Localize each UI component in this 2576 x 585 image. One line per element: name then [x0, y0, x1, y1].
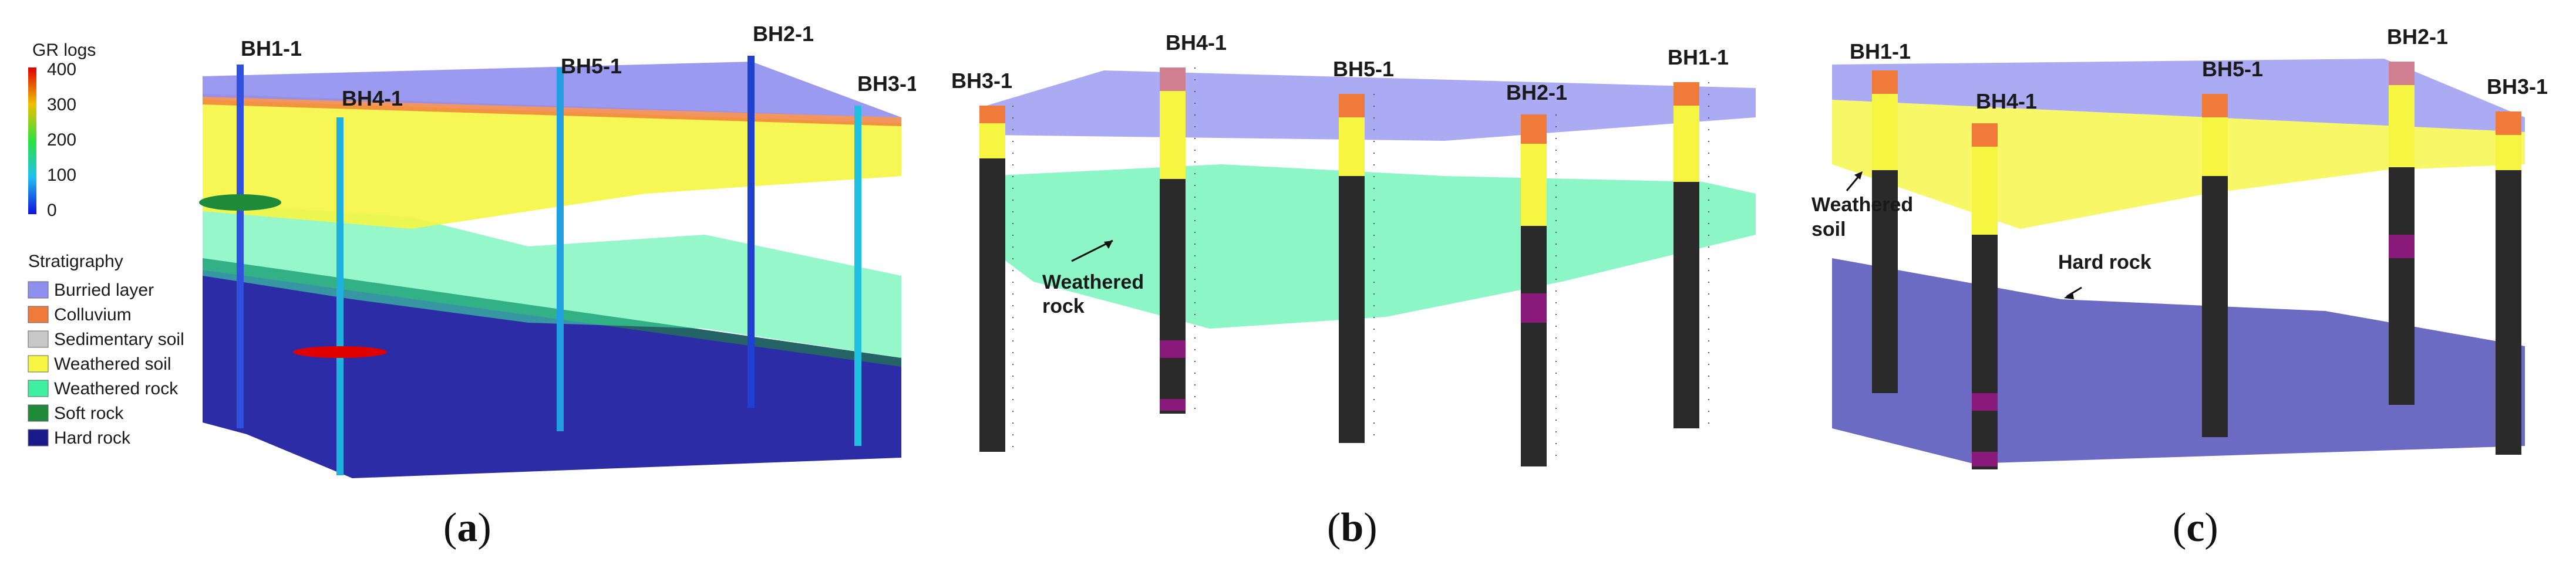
gr-tick-200: 200 [47, 130, 76, 150]
swatch-weathered-rock [28, 380, 49, 397]
borehole-label-bh1-1: BH1-1 [1668, 45, 1729, 69]
legend-weathered-rock: Weathered rock [54, 379, 179, 398]
borehole-column-bh4-1 [1972, 123, 1998, 469]
weathered-rock-layer [203, 202, 901, 358]
strat-legend-title: Stratigraphy [28, 252, 123, 271]
legend-colluvium: Colluvium [54, 305, 132, 324]
arrow-head-icon [1104, 241, 1113, 249]
hard-rock-layer [203, 258, 901, 478]
swatch-soft-rock [28, 404, 49, 422]
legend-weathered-soil: Weathered soil [54, 354, 171, 374]
gr-log-bh4-1 [336, 117, 344, 475]
legend-soft-rock: Soft rock [54, 404, 124, 423]
gr-color-bar [28, 67, 36, 214]
panel-b-diagram: BH3-1 BH4-1 BH5-1 BH2-1 BH1-1 Weathered … [951, 31, 1756, 466]
swatch-sedimentary-soil [28, 330, 49, 348]
arrow-head-icon [1854, 171, 1863, 180]
panel-a: GR logs 400 300 200 100 0 Stratigraphy B… [0, 0, 918, 585]
gr-tick-300: 300 [47, 95, 76, 114]
swatch-colluvium [28, 306, 49, 323]
panel-c: BH1-1 BH4-1 BH5-1 BH2-1 BH3-1 Weathered … [1797, 0, 2576, 585]
gr-log-bh2-1 [747, 56, 755, 408]
panel-b-model [979, 67, 1756, 466]
caption-c-letter: c [2186, 505, 2205, 550]
gr-spike-bh4-1 [293, 346, 387, 358]
borehole-label-bh1-1: BH1-1 [241, 36, 302, 60]
caption-a-letter: a [457, 505, 478, 550]
panel-a-diagram: GR logs 400 300 200 100 0 Stratigraphy B… [28, 22, 918, 478]
borehole-label-bh3-1: BH3-1 [2487, 75, 2548, 99]
borehole-column-bh5-1 [1339, 94, 1365, 443]
borehole-label-bh2-1: BH2-1 [1506, 80, 1567, 104]
burried-layer [986, 70, 1756, 141]
panel-b: BH3-1 BH4-1 BH5-1 BH2-1 BH1-1 Weathered … [916, 0, 1797, 585]
caption-a-close: ) [477, 505, 491, 550]
gr-log-bh3-1 [854, 106, 861, 446]
weathered-soil-layer [1832, 100, 2525, 229]
borehole-column-bh2-1 [2389, 62, 2415, 405]
swatch-hard-rock [28, 429, 49, 447]
caption-c: (c) [2173, 505, 2218, 552]
panel-a-model [199, 56, 901, 478]
borehole-column-bh3-1 [2496, 111, 2521, 455]
burried-layer [1832, 59, 2525, 132]
gr-tick-400: 400 [47, 60, 76, 79]
borehole-label-bh2-1: BH2-1 [753, 22, 814, 46]
legend-hard-rock: Hard rock [54, 428, 131, 448]
panel-c-model [1832, 59, 2525, 469]
strat-legend-list: Burried layer Colluvium Sedimentary soil… [28, 280, 184, 448]
caption-b-letter: b [1341, 505, 1364, 550]
gr-legend-title: GR logs [32, 40, 96, 60]
borehole-label-bh5-1: BH5-1 [2202, 57, 2263, 81]
caption-c-close: ) [2204, 505, 2218, 550]
caption-a-open: ( [443, 505, 457, 550]
annotation-hard-rock: Hard rock [2058, 251, 2151, 273]
gr-log-bh5-1 [557, 67, 564, 431]
annotation-weathered-rock-line1: Weathered [1042, 271, 1144, 293]
borehole-column-bh2-1 [1521, 114, 1547, 466]
borehole-label-bh2-1: BH2-1 [2387, 25, 2448, 49]
annotation-weathered-soil-line2: soil [1811, 218, 1846, 241]
annotation-weathered-soil-line1: Weathered [1811, 194, 1913, 216]
legend-sedimentary-soil: Sedimentary soil [54, 330, 184, 349]
borehole-column-bh4-1 [1160, 67, 1186, 414]
panel-c-diagram: BH1-1 BH4-1 BH5-1 BH2-1 BH3-1 Weathered … [1811, 25, 2548, 469]
borehole-label-bh5-1: BH5-1 [1333, 57, 1394, 81]
borehole-label-bh3-1: BH3-1 [857, 72, 916, 96]
gr-spike-bh1-1 [199, 194, 281, 211]
borehole-column-bh3-1 [979, 106, 1005, 452]
borehole-label-bh3-1: BH3-1 [951, 69, 1012, 93]
borehole-label-bh1-1: BH1-1 [1850, 39, 1911, 63]
borehole-label-bh4-1: BH4-1 [342, 86, 403, 110]
arrow-head-icon [2064, 292, 2074, 299]
caption-c-open: ( [2173, 505, 2187, 550]
legend-burried-layer: Burried layer [54, 280, 154, 300]
borehole-column-bh1-1 [1673, 82, 1699, 428]
burried-layer [203, 62, 901, 117]
hard-rock-layer [1832, 258, 2525, 464]
annotation-weathered-rock-line2: rock [1042, 295, 1085, 317]
weathered-soil-layer [203, 100, 901, 229]
gr-tick-100: 100 [47, 165, 76, 185]
borehole-label-bh5-1: BH5-1 [561, 54, 622, 78]
caption-b: (b) [1327, 505, 1378, 552]
borehole-label-bh4-1: BH4-1 [1976, 89, 2037, 113]
gr-tick-0: 0 [47, 201, 57, 220]
borehole-column-bh1-1 [1872, 70, 1898, 393]
swatch-weathered-soil [28, 355, 49, 373]
swatch-burried-layer [28, 281, 49, 299]
gr-log-bh1-1 [237, 65, 244, 428]
caption-b-open: ( [1327, 505, 1341, 550]
borehole-column-bh5-1 [2202, 94, 2228, 437]
caption-b-close: ) [1363, 505, 1378, 550]
borehole-label-bh4-1: BH4-1 [1166, 31, 1227, 55]
caption-a: (a) [443, 505, 491, 552]
